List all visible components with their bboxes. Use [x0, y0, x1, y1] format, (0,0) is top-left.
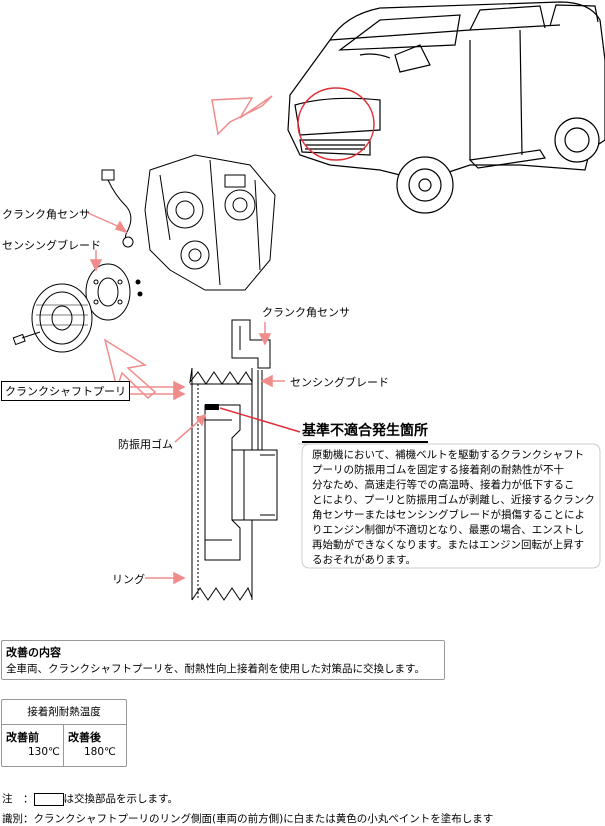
description-line: 角センサーまたはセンシングブレードが損傷することによ [312, 509, 585, 521]
replacement-part-sample-box [33, 792, 64, 806]
note-text: は交換部品を示します。 [63, 793, 178, 805]
description-line: るおそれがあります。 [312, 554, 416, 566]
issue-pointer [219, 407, 301, 433]
highlight-circle [297, 87, 375, 161]
label-rubber: 防振用ゴム [118, 438, 173, 451]
pointer-lines [50, 212, 285, 585]
temperature-divider [2, 724, 126, 725]
sensor-wire [101, 169, 134, 248]
cross-section [189, 319, 278, 601]
label-crank-sensor-detail: クランク角センサ [262, 306, 350, 319]
before-label: 改善前 [6, 731, 39, 744]
description-line: 分なため、高速走行等での高温時、接着力が低下するこ [312, 479, 575, 491]
small-bolts [135, 279, 143, 297]
van-drawing [287, 1, 605, 214]
issue-title: 基準不適合発生箇所 [302, 420, 428, 443]
label-crank-pulley: クランクシャフトプーリ [1, 381, 130, 401]
temperature-title: 接着剤耐熱温度 [27, 706, 101, 718]
label-sensing-blade-detail: センシングブレード [290, 376, 389, 389]
description-line: 原動機において、補機ベルトを駆動するクランクシャフト [312, 449, 585, 461]
description-line: プーリの防振用ゴムを固定する接着剤の耐熱性が不十 [312, 464, 564, 476]
improvement-heading: 改善の内容 [6, 646, 61, 659]
engine-drawing [144, 154, 276, 291]
label-sensing-blade: センシングブレード [2, 239, 101, 252]
issue-description: 原動機において、補機ベルトを駆動するクランクシャフト プーリの防振用ゴムを固定す… [312, 448, 597, 568]
improvement-text: 全車両、クランクシャフトプーリを、耐熱性向上接着剤を使用した対策品に交換します。 [6, 663, 425, 675]
description-line: 再始動ができなくなります。またはエンジン回転が上昇す [312, 539, 584, 551]
temperature-col-divider [63, 724, 64, 766]
rubber-strip [205, 404, 219, 410]
note-line: 注 ： は交換部品を示します。 [2, 791, 178, 806]
temperature-panel: 接着剤耐熱温度 改善前 130℃ 改善後 180℃ [1, 699, 127, 767]
after-label: 改善後 [68, 731, 101, 744]
note-prefix: 注 ： [2, 793, 34, 805]
description-line: とにより、プーリと防振用ゴムが剥離し、近接するクランク [312, 494, 595, 506]
pulley-exploded [12, 263, 131, 353]
description-line: りエンジン制御が不適切となり、最悪の場合、エンストし [312, 524, 585, 536]
description-bubble [298, 443, 601, 569]
improvement-panel: 改善の内容 全車両、クランクシャフトプーリを、耐熱性向上接着剤を使用した対策品に… [1, 640, 445, 680]
before-value: 130℃ [28, 746, 60, 758]
label-ring: リング [112, 573, 145, 586]
label-crank-sensor: クランク角センサ [2, 208, 90, 221]
after-value: 180℃ [84, 746, 116, 758]
identification-note: 識別：クランクシャフトプーリのリング側面(車両の前方側)に白または黄色の小丸ペイ… [2, 813, 494, 825]
